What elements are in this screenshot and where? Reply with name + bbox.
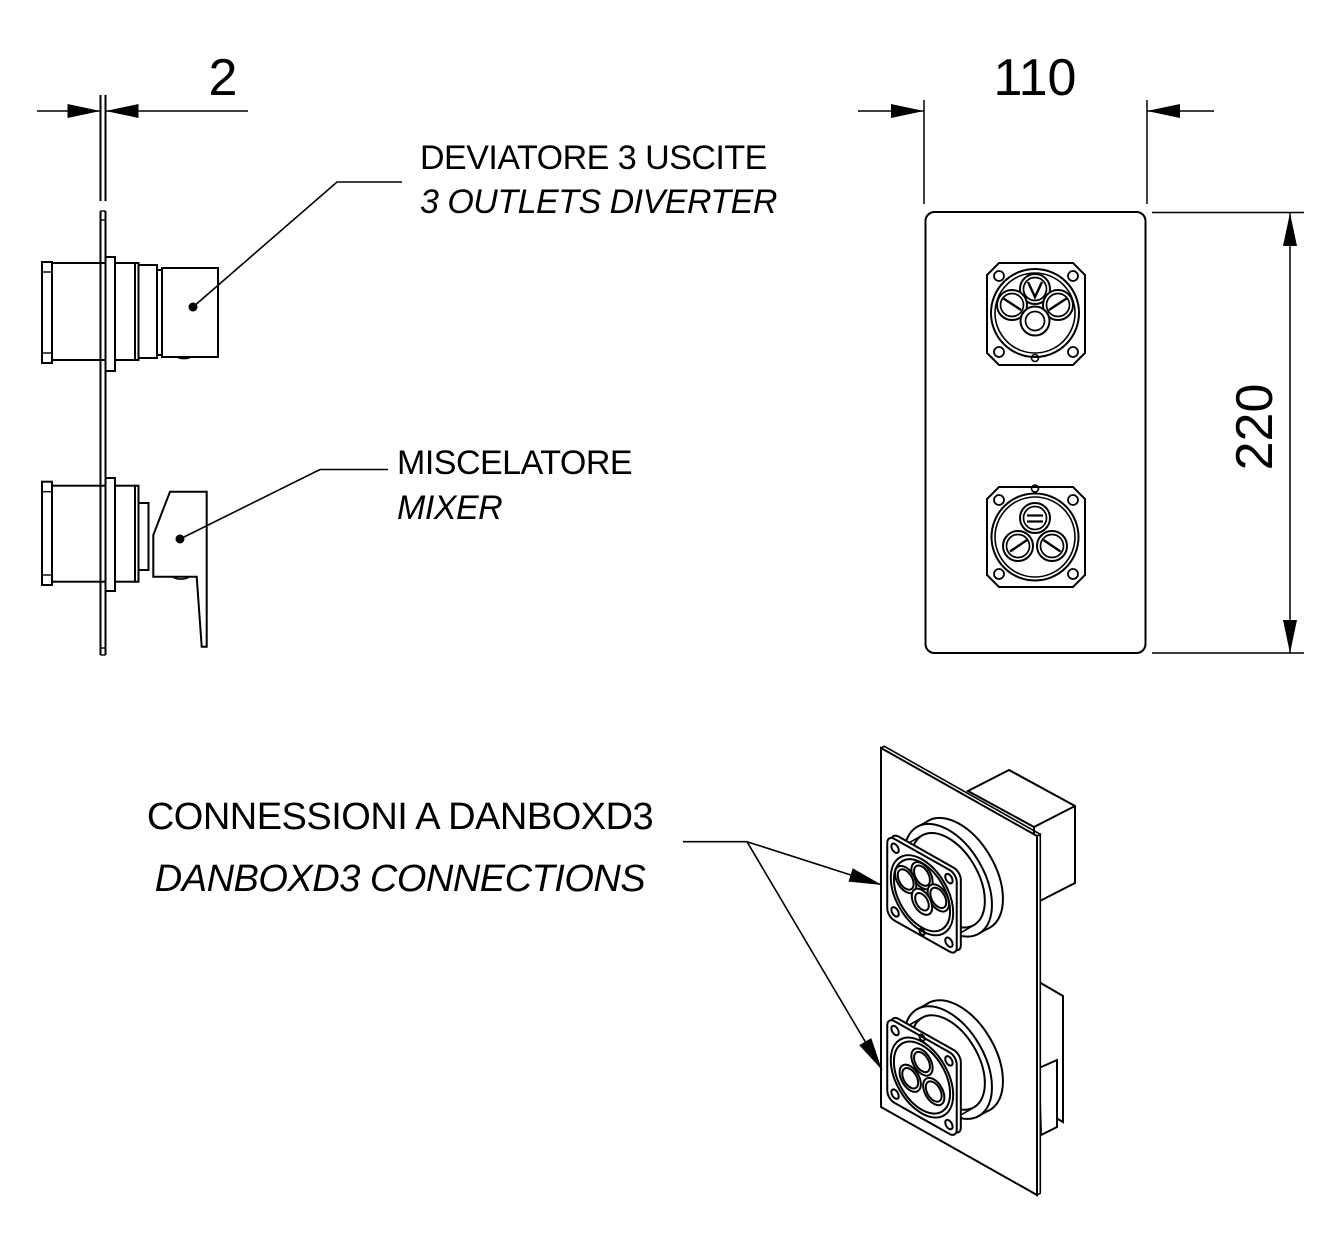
front-view: [924, 211, 1147, 654]
iso-mixer-connector: [887, 981, 1003, 1138]
front-diverter-connector: [986, 262, 1086, 366]
diverter-callout: DEVIATORE 3 USCITE 3 OUTLETS DIVERTER: [420, 136, 777, 224]
connections-callout: CONNESSIONI A DANBOXD3 DANBOXD3 CONNECTI…: [120, 786, 680, 910]
side-view-panel: [99, 95, 107, 656]
dimension-2-value: 2: [208, 49, 238, 107]
dimension-220-value: 220: [1226, 383, 1284, 471]
connections-callout-english: DANBOXD3 CONNECTIONS: [154, 858, 646, 900]
dimension-110-value: 110: [993, 49, 1077, 107]
mixer-callout-italian: MISCELATORE: [397, 444, 633, 482]
side-view-mixer-valve: [41, 477, 208, 648]
dimension-220-linework: [1152, 211, 1304, 654]
mixer-ports: [1002, 502, 1068, 562]
iso-diverter-connector: [887, 799, 1003, 956]
connections-callout-italian: CONNESSIONI A DANBOXD3: [146, 796, 654, 838]
isometric-view: [880, 745, 1076, 1197]
side-view: [41, 95, 402, 656]
diverter-ports: [996, 273, 1074, 337]
iso-mixer-box: [1037, 980, 1064, 1137]
diverter-callout-italian: DEVIATORE 3 USCITE: [420, 139, 767, 177]
diverter-leader-line: [188, 181, 402, 312]
mixer-leader-line: [175, 468, 388, 544]
diverter-callout-english: 3 OUTLETS DIVERTER: [420, 183, 777, 221]
connections-leader-line: [683, 840, 883, 1071]
front-plate: [924, 211, 1147, 654]
mixer-callout-english: MIXER: [397, 489, 503, 527]
mixer-callout: MISCELATORE MIXER: [397, 441, 633, 531]
dimension-110-linework: [858, 100, 1214, 204]
front-mixer-connector: [986, 484, 1086, 588]
side-view-diverter-valve: [41, 256, 219, 372]
